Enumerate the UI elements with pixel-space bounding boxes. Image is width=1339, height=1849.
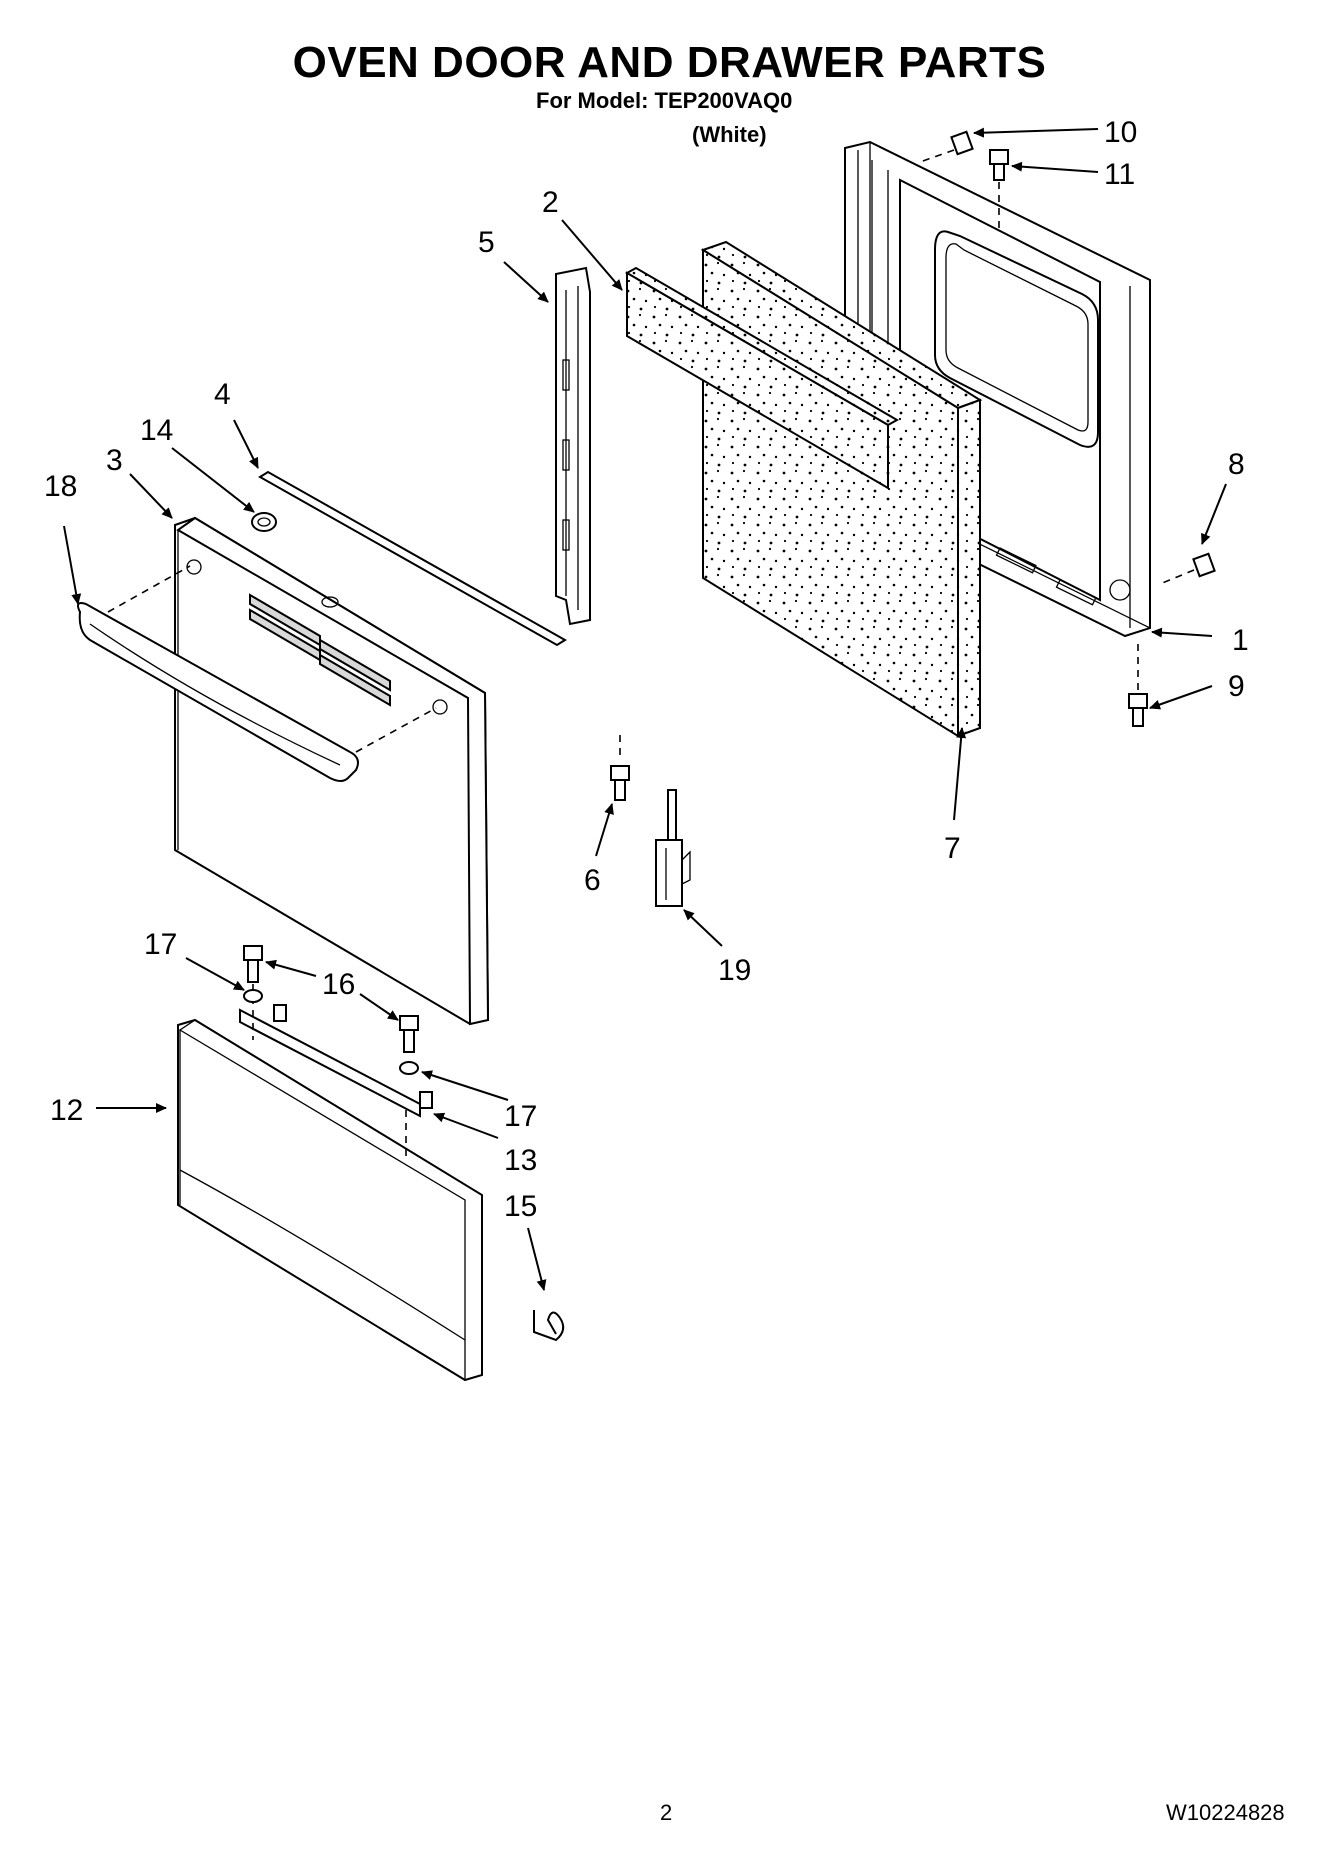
callout-13: 13 <box>504 1144 537 1177</box>
callout-11: 11 <box>1104 158 1135 191</box>
part-2-insulation-strip <box>624 266 900 490</box>
leader-lines <box>63 127 1227 1291</box>
part-6-screw <box>610 735 630 801</box>
part-4-strip <box>258 470 567 647</box>
part-11-screw <box>989 149 1009 232</box>
callout-1: 1 <box>1232 624 1249 657</box>
callout-10: 10 <box>1104 116 1137 149</box>
part-18-handle <box>77 565 437 782</box>
part-16-screw-b <box>399 1015 419 1053</box>
callout-3: 3 <box>106 444 123 477</box>
callout-9: 9 <box>1228 670 1245 703</box>
part-5-side-channel <box>555 266 591 626</box>
callout-17-upper: 17 <box>144 928 177 961</box>
callout-18: 18 <box>44 470 77 503</box>
callout-16: 16 <box>322 968 355 1001</box>
callout-15: 15 <box>504 1190 537 1223</box>
callout-17-lower: 17 <box>504 1100 537 1133</box>
callout-8: 8 <box>1228 448 1245 481</box>
callout-7: 7 <box>944 832 961 865</box>
callout-4: 4 <box>214 378 231 411</box>
callout-14: 14 <box>140 414 173 447</box>
part-16-screw-a <box>243 945 263 1040</box>
page-number: 2 <box>660 1800 673 1825</box>
callout-5: 5 <box>478 226 495 259</box>
callout-12: 12 <box>50 1094 83 1127</box>
part-9-screw <box>1128 644 1148 727</box>
part-12-drawer-front <box>177 1018 483 1382</box>
callout-19: 19 <box>718 954 751 987</box>
part-14-grommet <box>251 512 277 532</box>
callout-6: 6 <box>584 864 601 897</box>
model-line: For Model: TEP200VAQ0 <box>536 88 793 113</box>
part-8-screw <box>1159 552 1216 585</box>
part-13-bracket <box>239 1004 433 1160</box>
part-15-clip <box>533 1310 565 1342</box>
page-title: OVEN DOOR AND DRAWER PARTS <box>292 38 1047 87</box>
part-17-washer-b <box>399 1061 419 1075</box>
part-17-washer-a <box>243 989 263 1003</box>
part-10-screw <box>919 130 974 163</box>
part-19-hinge <box>655 789 691 907</box>
callout-2: 2 <box>542 186 559 219</box>
callout-labels: 1 2 3 4 5 6 7 8 9 10 11 12 13 14 15 16 1… <box>44 116 1249 1223</box>
variant-label: (White) <box>692 122 767 147</box>
document-code: W10224828 <box>1166 1800 1285 1825</box>
